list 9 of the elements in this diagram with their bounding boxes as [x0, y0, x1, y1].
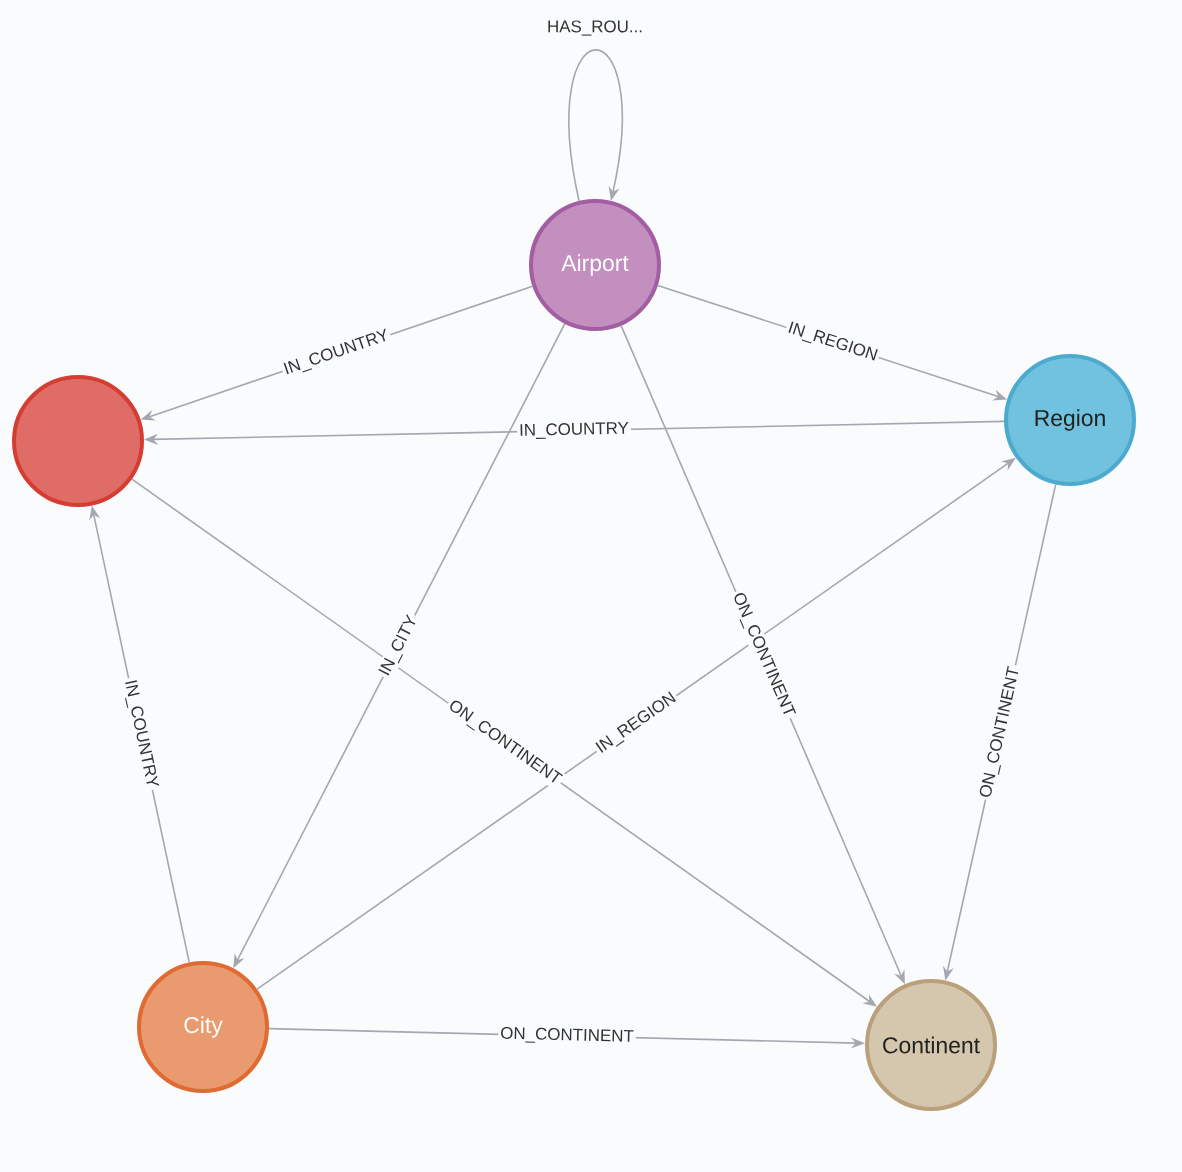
- graph-node: Continent: [865, 979, 997, 1111]
- edge-label: IN_COUNTRY: [516, 419, 632, 442]
- edge-label: ON_CONTINENT: [498, 1024, 637, 1048]
- graph-node: City: [137, 961, 269, 1093]
- loop-arrow: [568, 49, 623, 202]
- empty-graph-node: [12, 375, 144, 507]
- edge-label: HAS_ROU...: [545, 18, 645, 38]
- graph-node: Airport: [529, 199, 661, 331]
- graph-node: Region: [1004, 354, 1136, 486]
